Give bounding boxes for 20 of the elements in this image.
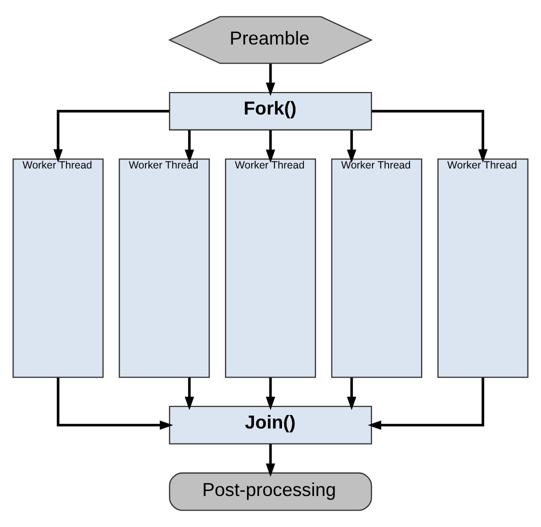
node-box: Post-processing [168, 472, 372, 511]
node-box: Worker Thread [118, 158, 210, 378]
node-box: Worker Thread [437, 158, 528, 378]
arrow [372, 110, 488, 163]
arrow [56, 378, 174, 430]
arrow [184, 130, 194, 163]
arrow [53, 110, 170, 163]
node-box: Join() [168, 406, 372, 444]
node-box: Fork() [168, 92, 372, 130]
node-box: Worker Thread [224, 158, 316, 378]
arrow [266, 378, 276, 410]
arrow [346, 378, 356, 410]
node-box: Worker Thread [331, 158, 422, 378]
arrow [266, 130, 276, 163]
node-box: Worker Thread [12, 158, 104, 378]
arrow [184, 378, 194, 410]
arrow [266, 444, 276, 477]
arrow [346, 130, 356, 163]
arrow [266, 64, 276, 96]
arrow [368, 378, 484, 430]
